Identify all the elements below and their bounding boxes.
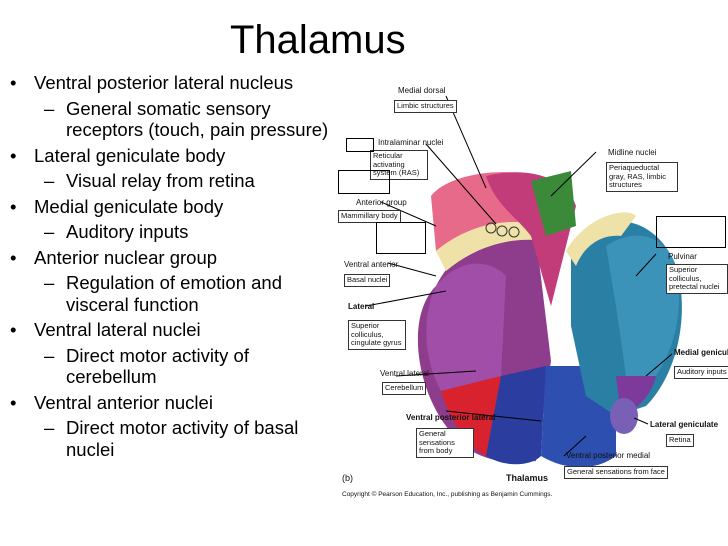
- label-vpl: Ventral posterior lateral: [406, 413, 496, 422]
- box-periaqueductal: Periaqueductal gray, RAS, limbic structu…: [606, 162, 678, 192]
- pulvinar-region: [606, 235, 680, 376]
- sub-bullet-vpl: General somatic sensory receptors (touch…: [8, 98, 330, 141]
- sub-bullet-anterior-nuclear: Regulation of emotion and visceral funct…: [8, 272, 330, 315]
- midline-nuclei-region: [531, 171, 576, 236]
- thalamus-figure: Medial dorsal Limbic structures Intralam…: [336, 76, 728, 508]
- bullet-vpl: Ventral posterior lateral nucleus: [8, 72, 330, 94]
- sub-bullet-medial-geniculate: Auditory inputs: [8, 221, 330, 243]
- bullet-lateral-geniculate: Lateral geniculate body: [8, 145, 330, 167]
- ventral-anterior-region: [426, 263, 506, 391]
- slide-title: Thalamus: [230, 18, 406, 62]
- label-ventral-anterior: Ventral anterior: [344, 260, 399, 269]
- label-medial-dorsal: Medial dorsal: [398, 86, 446, 95]
- blank-box: [338, 170, 390, 194]
- label-lateral-geniculate: Lateral geniculate: [650, 420, 719, 429]
- copyright-text: Copyright © Pearson Education, Inc., pub…: [342, 491, 553, 498]
- box-reticular: Reticular activating system (RAS): [370, 150, 428, 180]
- bullet-list: Ventral posterior lateral nucleus Genera…: [8, 68, 330, 460]
- right-cream-band: [566, 212, 636, 266]
- label-lateral: Lateral: [348, 302, 375, 311]
- label-intralaminar: Intralaminar nuclei: [378, 138, 444, 147]
- label-vpm: Ventral posterior medial: [566, 451, 651, 460]
- sub-bullet-ventral-lateral: Direct motor activity of cerebellum: [8, 345, 330, 388]
- intralaminar-circle: [485, 222, 497, 234]
- label-midline: Midline nuclei: [608, 148, 657, 157]
- box-basal-nuclei: Basal nuclei: [344, 274, 391, 287]
- blank-box: [656, 216, 726, 248]
- box-limbic-structures: Limbic structures: [394, 100, 457, 113]
- blank-box: [346, 138, 374, 152]
- label-anterior-group: Anterior group: [356, 198, 407, 207]
- blank-box: [376, 222, 426, 254]
- ventral-lateral-region: [486, 366, 546, 465]
- box-general-body: General sensations from body: [416, 428, 474, 458]
- box-auditory-inputs: Auditory inputs: [674, 366, 728, 379]
- bullet-ventral-anterior: Ventral anterior nuclei: [8, 392, 330, 414]
- leader-lines: [365, 95, 673, 457]
- bullet-medial-geniculate: Medial geniculate body: [8, 196, 330, 218]
- intralaminar-circle: [508, 226, 520, 238]
- sub-bullet-lateral-geniculate: Visual relay from retina: [8, 170, 330, 192]
- figure-caption: Thalamus: [506, 473, 549, 483]
- lateral-geniculate-region: [610, 398, 638, 434]
- box-superior-cingulate: Superior colliculus, cingulate gyrus: [348, 320, 406, 350]
- box-general-face: General sensations from face: [564, 466, 668, 479]
- label-medial-geniculate: Medial geniculate: [674, 348, 728, 357]
- sub-bullet-ventral-anterior: Direct motor activity of basal nuclei: [8, 417, 330, 460]
- thalamus-illustration: [365, 95, 682, 468]
- lateral-region-red: [441, 376, 501, 456]
- box-retina: Retina: [666, 434, 694, 447]
- panel-letter: (b): [342, 473, 353, 483]
- intralaminar-circle: [496, 225, 508, 237]
- bullet-anterior-nuclear: Anterior nuclear group: [8, 247, 330, 269]
- label-pulvinar: Pulvinar: [668, 252, 697, 261]
- bullet-ventral-lateral: Ventral lateral nuclei: [8, 319, 330, 341]
- box-superior-pretectal: Superior colliculus, pretectal nuclei: [666, 264, 728, 294]
- label-ventral-lateral: Ventral lateral: [380, 369, 429, 378]
- box-cerebellum: Cerebellum: [382, 382, 427, 395]
- box-mammillary: Mammillary body: [338, 210, 401, 223]
